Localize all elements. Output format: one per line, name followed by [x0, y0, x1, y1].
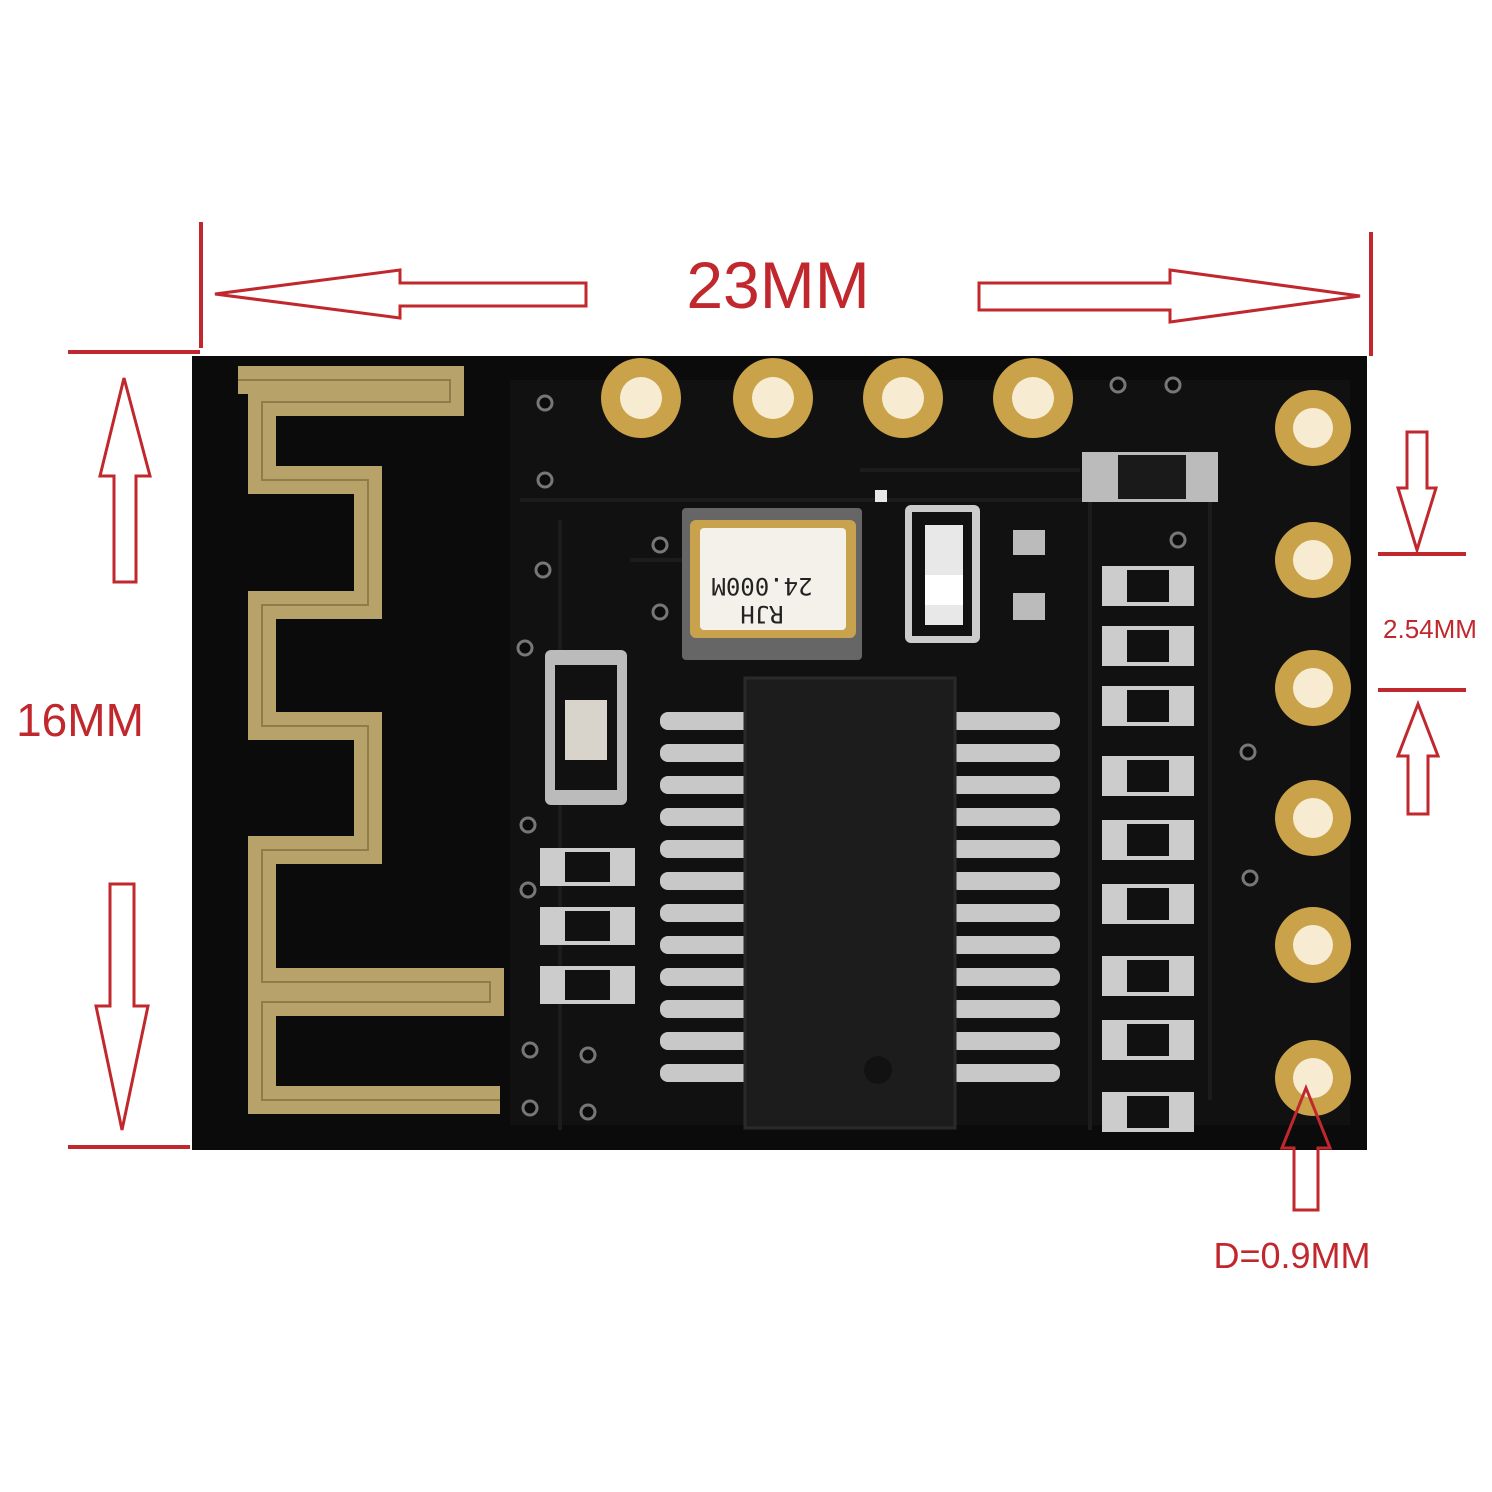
white-dot — [875, 490, 887, 502]
resistor-right — [1102, 1020, 1194, 1060]
left-capacitor — [545, 650, 627, 805]
ic-body — [743, 676, 957, 1130]
top-pad — [993, 358, 1073, 438]
width-arrow-left — [214, 268, 588, 320]
top-pad — [601, 358, 681, 438]
resistor-right — [1102, 566, 1194, 606]
top-pad — [863, 358, 943, 438]
top-pad — [733, 358, 813, 438]
resistor-right — [1102, 756, 1194, 796]
resistor-right — [1102, 884, 1194, 924]
resistor-right — [1102, 1092, 1194, 1132]
vias — [516, 376, 1259, 1121]
side-pad — [1275, 1040, 1351, 1116]
board-traces — [520, 468, 1212, 1130]
crystal-maker: RJH — [740, 600, 783, 628]
smd-components — [540, 452, 1218, 1132]
cap-component — [1013, 530, 1045, 620]
height-label: 16MM — [16, 694, 144, 746]
resistor-left — [540, 966, 635, 1004]
resistor-right — [1102, 956, 1194, 996]
side-pad — [1275, 522, 1351, 598]
ic-left-pins — [660, 712, 755, 1082]
side-pad — [1275, 780, 1351, 856]
width-arrow-right — [977, 268, 1361, 324]
ic-right-pins — [950, 712, 1060, 1082]
resistor-right — [1102, 686, 1194, 726]
side-pad — [1275, 650, 1351, 726]
side-pad — [1275, 907, 1351, 983]
antenna-trace-outline — [238, 379, 500, 1101]
crystal-oscillator: 24.000M RJH — [682, 508, 862, 660]
resistor-left — [540, 907, 635, 945]
side-pad — [1275, 390, 1351, 466]
hole-diameter-label: D=0.9MM — [1213, 1235, 1370, 1276]
resistor-right — [1102, 626, 1194, 666]
main-ic — [660, 676, 1060, 1130]
height-arrow-up — [98, 377, 152, 584]
hole-arrow-up — [1279, 1083, 1333, 1212]
ic-pin1-dot — [864, 1056, 892, 1084]
pitch-arrow-down — [1395, 430, 1439, 556]
pitch-label: 2.54MM — [1383, 614, 1477, 644]
side-pads — [1275, 390, 1351, 1116]
diode-component — [1082, 452, 1218, 502]
height-arrow-down — [94, 882, 150, 1131]
pcb-antenna — [238, 366, 504, 1114]
pitch-arrow-up — [1395, 699, 1441, 816]
top-pads — [601, 358, 1073, 438]
resistor-right — [1102, 820, 1194, 860]
width-label: 23MM — [686, 248, 869, 322]
led-component — [905, 505, 980, 643]
dimension-annotations — [68, 222, 1466, 1212]
resistor-left — [540, 848, 635, 886]
crystal-frequency: 24.000M — [711, 572, 812, 600]
